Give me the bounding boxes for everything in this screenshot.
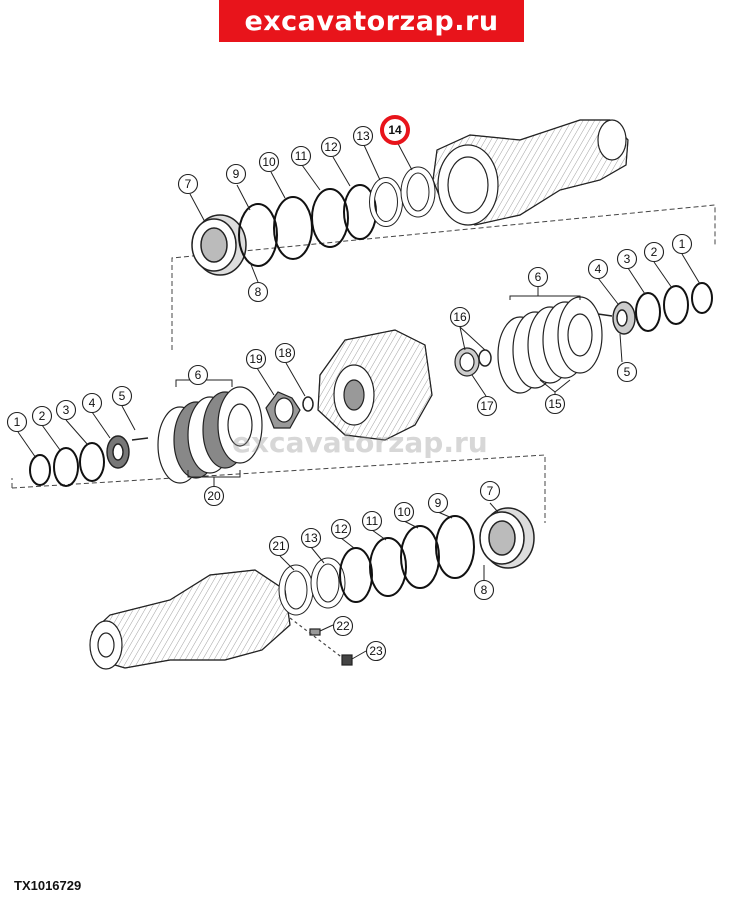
site-banner: excavatorzap.ru xyxy=(219,0,524,42)
callout-label: 4 xyxy=(595,262,602,276)
callout-label: 6 xyxy=(195,368,202,382)
callout-8-top: 8 xyxy=(247,281,269,303)
callout-12-top: 12 xyxy=(320,136,342,158)
callout-label: 7 xyxy=(185,177,192,191)
callout-label: 4 xyxy=(89,396,96,410)
callout-22: 22 xyxy=(332,615,354,637)
transmission-housing-top xyxy=(432,119,629,226)
callout-label: 11 xyxy=(366,514,379,528)
callout-3-right: 3 xyxy=(616,248,638,270)
gear-hub-right xyxy=(454,347,492,377)
callout-label: 3 xyxy=(624,252,631,266)
callout-4-right: 4 xyxy=(587,258,609,280)
callout-label: 5 xyxy=(624,365,631,379)
callout-label: 8 xyxy=(481,583,488,597)
piston-4-left xyxy=(106,435,149,469)
callout-label: 6 xyxy=(535,270,542,284)
seal-rings-right xyxy=(635,282,713,332)
callout-16: 16 xyxy=(449,306,471,328)
callout-9-bottom: 9 xyxy=(427,492,449,514)
callout-18: 18 xyxy=(274,342,296,364)
clutch-pack-left xyxy=(157,386,263,484)
callout-label: 1 xyxy=(679,237,686,251)
callout-label: 12 xyxy=(324,140,338,154)
callout-11-bottom: 11 xyxy=(361,510,383,532)
callout-5-right: 5 xyxy=(616,361,638,383)
clutch-pack-right xyxy=(497,296,603,394)
callout-label: 10 xyxy=(262,155,276,169)
callout-7-bottom: 7 xyxy=(479,480,501,502)
callout-label: 5 xyxy=(119,389,126,403)
plugs-bottom xyxy=(289,617,353,666)
gear-19 xyxy=(265,391,314,429)
callout-label: 14 xyxy=(388,123,402,137)
callout-label: 12 xyxy=(334,522,348,536)
callout-label: 19 xyxy=(249,352,263,366)
callout-label: 23 xyxy=(369,644,383,658)
callout-11-top: 11 xyxy=(290,145,312,167)
callout-label: 18 xyxy=(278,346,292,360)
seal-rings-bottom xyxy=(278,515,475,616)
piston-7-top xyxy=(191,214,247,276)
callout-12-bottom: 12 xyxy=(330,518,352,540)
callout-5-left: 5 xyxy=(111,385,133,407)
callout-2-left: 2 xyxy=(31,405,53,427)
callout-8-bottom: 8 xyxy=(473,579,495,601)
callout-17: 17 xyxy=(476,395,498,417)
callout-label: 15 xyxy=(548,397,562,411)
callout-3-left: 3 xyxy=(55,399,77,421)
callout-label: 2 xyxy=(39,409,46,423)
callout-13-top: 13 xyxy=(352,125,374,147)
callout-1-right: 1 xyxy=(671,233,693,255)
callout-10-bottom: 10 xyxy=(393,501,415,523)
callout-label: 9 xyxy=(233,167,240,181)
callout-20: 20 xyxy=(203,485,225,507)
callout-4-left: 4 xyxy=(81,392,103,414)
clutch-carrier-center xyxy=(317,329,433,441)
callout-23: 23 xyxy=(365,640,387,662)
piston-4-right xyxy=(597,301,636,335)
callout-7-top: 7 xyxy=(177,173,199,195)
callout-14: 14 xyxy=(380,115,410,145)
leader-lines xyxy=(17,137,701,660)
callout-13-bottom: 13 xyxy=(300,527,322,549)
callout-19: 19 xyxy=(245,348,267,370)
callout-label: 20 xyxy=(207,489,221,503)
callout-label: 7 xyxy=(487,484,494,498)
piston-7-bottom xyxy=(479,507,535,569)
callout-label: 11 xyxy=(295,149,308,163)
callout-21: 21 xyxy=(268,535,290,557)
callout-2-right: 2 xyxy=(643,241,665,263)
callout-label: 8 xyxy=(255,285,262,299)
callout-10-top: 10 xyxy=(258,151,280,173)
transmission-housing-bottom xyxy=(89,569,291,670)
callout-1-left: 1 xyxy=(6,411,28,433)
callout-label: 2 xyxy=(651,245,658,259)
figure-id: TX1016729 xyxy=(14,878,82,893)
callout-6-right: 6 xyxy=(527,266,549,288)
callout-label: 17 xyxy=(480,399,494,413)
seal-rings-left xyxy=(29,442,105,487)
callout-label: 9 xyxy=(435,496,442,510)
callout-label: 22 xyxy=(336,619,350,633)
callout-label: 3 xyxy=(63,403,70,417)
callout-9-top: 9 xyxy=(225,163,247,185)
callout-label: 10 xyxy=(397,505,411,519)
callout-15: 15 xyxy=(544,393,566,415)
callout-label: 1 xyxy=(14,415,21,429)
callout-label: 21 xyxy=(272,539,286,553)
seal-rings-top xyxy=(238,166,436,267)
callout-6-left: 6 xyxy=(187,364,209,386)
banner-text: excavatorzap.ru xyxy=(244,5,499,37)
callout-label: 13 xyxy=(304,531,318,545)
callout-label: 13 xyxy=(356,129,370,143)
callout-label: 16 xyxy=(453,310,467,324)
